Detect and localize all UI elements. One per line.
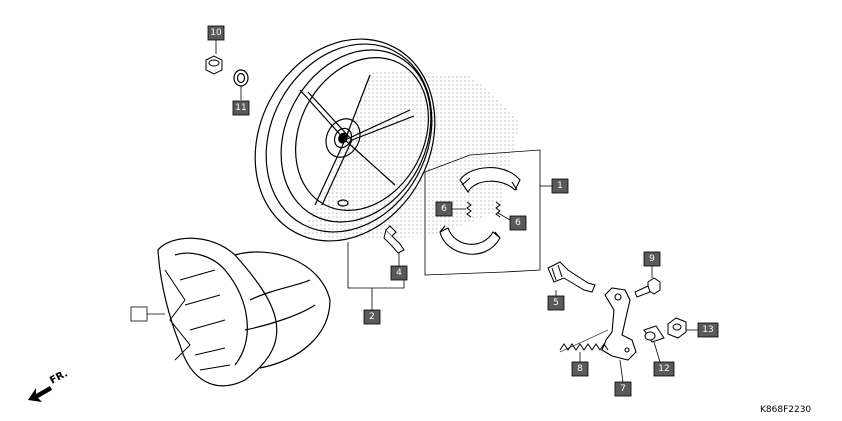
axle-washer: [233, 69, 249, 87]
wheel-rim: [254, 38, 436, 242]
callout-1[interactable]: 1: [551, 178, 569, 194]
callout-9[interactable]: 9: [643, 251, 661, 267]
callout-11[interactable]: 11: [232, 100, 250, 116]
callout-6-right[interactable]: 6: [509, 215, 527, 231]
brake-shoe-box: [424, 149, 541, 276]
joint: [643, 325, 665, 343]
svg-text:2: 2: [369, 312, 375, 322]
callout-6-left[interactable]: 6: [435, 201, 453, 217]
callout-13[interactable]: 13: [697, 322, 719, 338]
front-direction-arrow: FR.: [28, 368, 70, 402]
callout-12[interactable]: 12: [653, 361, 675, 377]
brake-cam-shaft: [547, 261, 596, 293]
svg-text:9: 9: [649, 254, 655, 264]
return-spring: [559, 329, 609, 353]
brake-arm: [601, 287, 637, 361]
svg-text:7: 7: [620, 384, 626, 394]
diagram-code: K868F2230: [760, 405, 811, 415]
callout-tire[interactable]: [130, 306, 148, 322]
valve-stem: [383, 225, 405, 254]
brake-spring-left: [466, 201, 472, 218]
svg-text:11: 11: [235, 103, 246, 113]
svg-text:8: 8: [577, 364, 583, 374]
svg-text:10: 10: [210, 28, 222, 38]
brake-shoe-upper: [459, 167, 521, 194]
callout-8[interactable]: 8: [571, 361, 589, 377]
tire: [157, 237, 331, 387]
svg-text:6: 6: [515, 218, 521, 228]
callout-2[interactable]: 2: [363, 309, 381, 325]
adjusting-nut: [667, 317, 687, 339]
leader-lines: [147, 40, 698, 383]
svg-text:1: 1: [557, 181, 563, 191]
svg-text:4: 4: [396, 268, 402, 278]
bolt: [634, 277, 661, 298]
callout-10[interactable]: 10: [207, 25, 225, 41]
brake-spring-right: [495, 201, 501, 218]
brake-shoe-lower: [439, 225, 501, 255]
svg-text:13: 13: [702, 325, 713, 335]
axle-nut: [205, 55, 223, 75]
svg-text:6: 6: [441, 204, 447, 214]
callout-7[interactable]: 7: [614, 381, 632, 397]
svg-text:5: 5: [553, 298, 559, 308]
callout-5[interactable]: 5: [547, 295, 565, 311]
direction-label: FR.: [48, 368, 70, 386]
bracket-wheel-assembly: [347, 242, 405, 310]
svg-text:12: 12: [658, 364, 669, 374]
callout-4[interactable]: 4: [390, 265, 408, 281]
